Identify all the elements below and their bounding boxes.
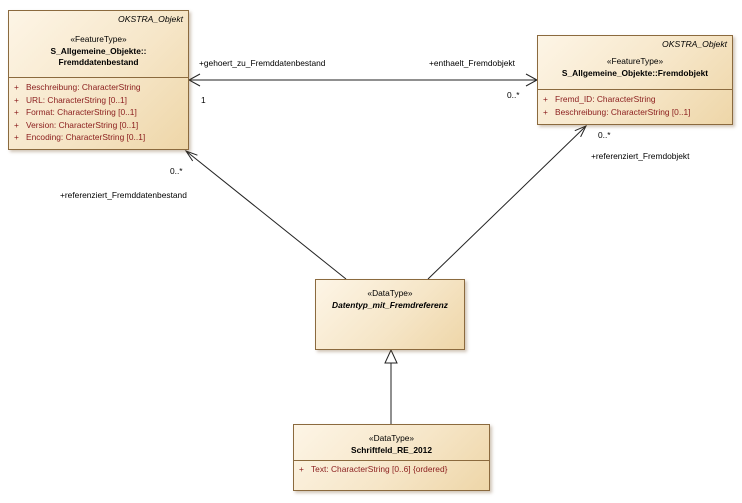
role-label-referenziert-fremdobjekt: +referenziert_Fremdobjekt <box>591 151 690 161</box>
class-name: Datentyp_mit_Fremdreferenz <box>332 299 448 310</box>
class-name: Schriftfeld_RE_2012 <box>351 444 432 455</box>
attribute-row[interactable]: + URL: CharacterString [0..1] <box>9 94 188 107</box>
compartment-divider <box>294 460 489 461</box>
role-label-gehoert-zu-fremddatenbestand: +gehoert_zu_Fremddatenbestand <box>199 58 326 68</box>
multiplicity-label-referenziert-fremdobjekt: 0..* <box>598 130 611 140</box>
attribute-row[interactable]: + Encoding: CharacterString [0..1] <box>9 131 188 144</box>
attribute-row[interactable]: + Version: CharacterString [0..1] <box>9 119 188 132</box>
class-datentyp-mit-fremdreferenz[interactable]: «DataType» Datentyp_mit_Fremdreferenz <box>315 279 465 350</box>
attribute-text: Fremd_ID: CharacterString <box>555 94 656 104</box>
compartment-divider <box>9 77 188 78</box>
attribute-list: + Text: CharacterString [0..6] {ordered} <box>294 463 489 476</box>
reference-fremddatenbestand-line <box>184 149 347 280</box>
stereotype-label: «DataType» <box>368 433 415 443</box>
attribute-text: Format: CharacterString [0..1] <box>26 107 137 118</box>
attribute-text: Text: CharacterString [0..6] {ordered} <box>311 464 448 474</box>
attribute-text: Encoding: CharacterString [0..1] <box>26 132 146 143</box>
attribute-list: + Beschreibung: CharacterString + URL: Cha… <box>9 81 188 144</box>
class-name-line1: S_Allgemeine_Objekte:: <box>50 45 147 56</box>
attribute-row[interactable]: + Fremd_ID: CharacterString <box>538 93 732 106</box>
attribute-text: Version: CharacterString [0..1] <box>26 119 139 130</box>
visibility-marker: + <box>543 106 548 117</box>
role-label-enthaelt-fremdobjekt: +enthaelt_Fremdobjekt <box>429 58 515 68</box>
stereotype-label: «FeatureType» <box>70 34 127 44</box>
class-name: S_Allgemeine_Objekte::Fremdobjekt <box>561 67 709 78</box>
stereotype-label: «DataType» <box>367 288 413 298</box>
generalization-line <box>384 348 398 424</box>
role-label-referenziert-fremddatenbestand: +referenziert_Fremddatenbestand <box>60 190 187 200</box>
visibility-marker: + <box>299 464 304 474</box>
visibility-marker: + <box>543 94 548 104</box>
attribute-text: Beschreibung: CharacterString [0..1] <box>555 106 691 117</box>
package-label: OKSTRA_Objekt <box>118 14 183 24</box>
multiplicity-label-gehoert: 1 <box>201 95 206 105</box>
attribute-list: + Fremd_ID: CharacterString + Beschreibung… <box>538 93 732 118</box>
visibility-marker: + <box>14 119 19 130</box>
attribute-row[interactable]: + Beschreibung: CharacterString <box>9 81 188 94</box>
package-label: OKSTRA_Objekt <box>662 39 727 49</box>
association-line <box>187 73 539 87</box>
attribute-text: URL: CharacterString [0..1] <box>26 94 128 105</box>
visibility-marker: + <box>14 107 19 118</box>
attribute-row[interactable]: + Format: CharacterString [0..1] <box>9 106 188 119</box>
visibility-marker: + <box>14 94 19 105</box>
visibility-marker: + <box>14 82 19 92</box>
visibility-marker: + <box>14 132 19 143</box>
compartment-divider <box>538 89 732 90</box>
attribute-row[interactable]: + Text: CharacterString [0..6] {ordered} <box>294 463 489 476</box>
multiplicity-label-referenziert-fremddatenbestand: 0..* <box>170 166 183 176</box>
attribute-row[interactable]: + Beschreibung: CharacterString [0..1] <box>538 106 732 119</box>
attribute-text: Beschreibung: CharacterString <box>26 82 141 92</box>
class-fremddatenbestand[interactable]: OKSTRA_Objekt «FeatureType» S_Allgemeine… <box>8 10 189 150</box>
class-fremdobjekt[interactable]: OKSTRA_Objekt «FeatureType» S_Allgemeine… <box>537 35 733 125</box>
class-name-line2: Fremddatenbestand <box>58 57 139 67</box>
multiplicity-label-enthaelt: 0..* <box>507 90 520 100</box>
class-schriftfeld-re-2012[interactable]: «DataType» Schriftfeld_RE_2012 + Text: Ch… <box>293 424 490 491</box>
reference-fremdobjekt-line <box>427 125 588 280</box>
stereotype-label: «FeatureType» <box>606 56 664 66</box>
